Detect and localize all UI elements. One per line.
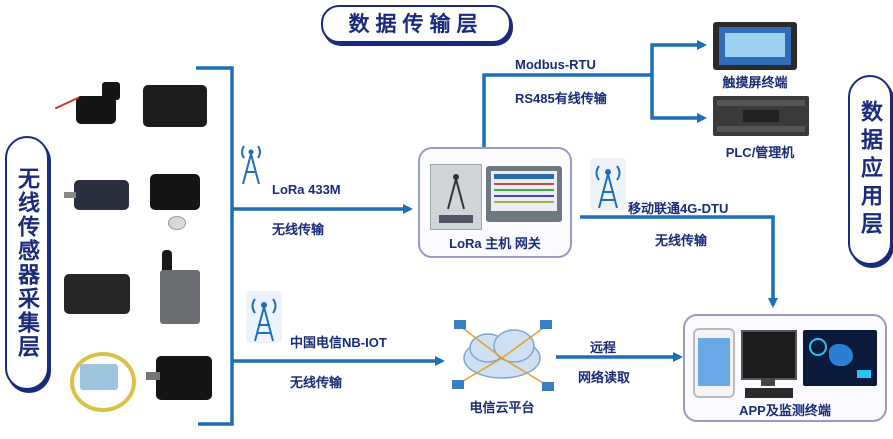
monitor-icon [741,330,801,402]
dtu-tower-icon [590,158,626,210]
current-clamp-sensor [54,82,130,126]
water-leak-sensor [64,342,136,412]
lora-sensor-box-2 [64,274,130,314]
modbus-title: Modbus-RTU [515,57,596,72]
lora-sensor-box-1 [143,85,207,127]
sensor-layer-text: 无线传感器采集层 [14,167,40,359]
remote-title: 远程 [590,340,617,355]
dtu-title: 移动联通4G-DTU [628,201,729,216]
cloud-label: 电信云平台 [469,400,535,415]
application-layer-text: 数据应用层 [857,100,883,240]
transport-layer-title: 数据传输层 [321,5,511,43]
sensor-bracket [196,66,234,426]
dtu-arrow [580,215,778,308]
sensor-layer-title: 无线传感器采集层 [5,136,49,390]
nbiot-subtitle: 无线传输 [290,375,343,390]
lora-subtitle: 无线传输 [272,222,325,237]
sensor-devices [38,70,218,430]
app-terminal-label: APP及监测终端 [739,403,831,418]
remote-subtitle: 网络读取 [578,370,631,385]
gateway-device [430,164,482,230]
gateway-screen [486,166,562,222]
dashboard-screen-icon [803,330,877,386]
plc-label: PLC/管理机 [725,145,795,160]
gateway-frame: LoRa 主机 网关 [418,147,572,258]
application-layer-title: 数据应用层 [848,75,892,265]
cloud-graphic [450,318,554,394]
dtu-subtitle: 无线传输 [655,233,708,248]
temperature-probe-sensor [64,178,134,214]
plc-device [713,96,809,136]
gateway-label: LoRa 主机 网关 [449,236,541,251]
touchscreen-device [713,22,797,70]
lora-title: LoRa 433M [272,182,341,197]
humidity-sensor [138,174,214,232]
vibration-sensor [146,350,216,410]
lora-tower-icon [237,140,265,185]
phone-icon [693,328,735,398]
modbus-subtitle: RS485有线传输 [515,91,607,106]
modbus-branch-plc [650,75,707,123]
nbiot-title: 中国电信NB-IOT [290,335,387,350]
touchscreen-label: 触摸屏终端 [722,75,788,90]
app-terminal-frame: APP及监测终端 [683,314,887,422]
nbiot-tower-icon [246,291,282,343]
antenna-sensor [156,250,204,326]
